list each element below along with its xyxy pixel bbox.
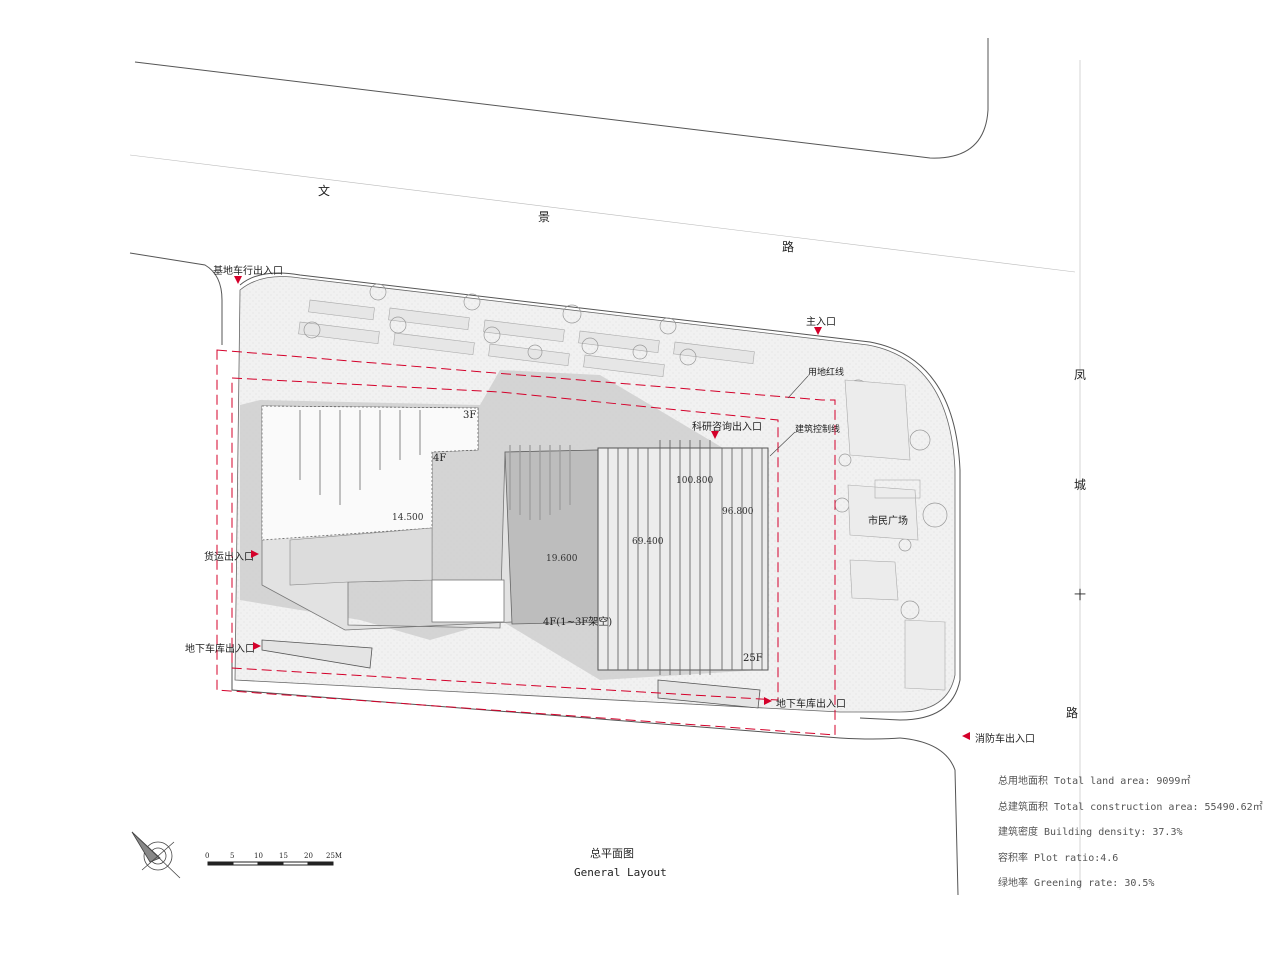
scale-tick-label: 15 [279, 852, 288, 860]
site-statistics: 总用地面积 Total land area: 9099㎡ 总建筑面积 Total… [998, 774, 1263, 902]
scale-tick-label: 25M [326, 852, 343, 860]
tower-building [597, 440, 769, 675]
entry-marker-icon [234, 276, 242, 284]
stat-plot-ratio: 容积率 Plot ratio:4.6 [998, 852, 1119, 864]
label-garage-entry-west: 地下车库出入口 [185, 644, 255, 655]
floor-label-4f-stilts: 4F(1~3F架空) [543, 617, 613, 628]
road-name-wenjing-2: 景 [538, 210, 551, 224]
stepped-terraces [289, 527, 433, 586]
height-label: 69.400 [632, 537, 664, 547]
label-land-red-line: 用地红线 [808, 368, 845, 378]
road-southeast-edge [899, 737, 959, 896]
scale-bar [207, 861, 334, 866]
stat-construction-area: 总建筑面积 Total construction area: 55490.62㎡ [998, 801, 1263, 813]
scale-tick-label: 10 [254, 852, 263, 860]
ramp-south [657, 679, 761, 709]
scale-tick-label: 20 [304, 852, 313, 860]
boundary-lines [216, 349, 836, 736]
road-name-fengcheng-1: 凤 [1074, 368, 1087, 382]
floor-label-4f: 4F [433, 453, 447, 464]
scale-tick-label: 0 [205, 852, 210, 860]
drawing-title-en: General Layout [574, 866, 667, 879]
light-court [431, 579, 505, 623]
plaza-landscape [844, 379, 946, 691]
height-label: 14.500 [392, 513, 424, 523]
wenjing-road-north-edge [134, 38, 989, 159]
entry-marker-icon [962, 732, 970, 740]
road-name-wenjing-1: 文 [318, 184, 331, 198]
label-civic-plaza: 市民广场 [868, 516, 908, 527]
road-south-edge [231, 640, 901, 740]
stat-land-area: 总用地面积 Total land area: 9099㎡ [998, 776, 1191, 787]
height-label: 96.800 [722, 507, 754, 517]
label-building-control-line: 建筑控制线 [795, 425, 841, 435]
label-fire-truck-entry: 消防车出入口 [975, 734, 1035, 745]
podium-fins [299, 410, 571, 520]
ramp-west [261, 639, 373, 669]
stat-building-density: 建筑密度 Building density: 37.3% [998, 827, 1183, 838]
entry-marker-icon [764, 697, 772, 705]
stat-greening-rate: 绿地率 Greening rate: 30.5% [998, 878, 1155, 889]
height-label: 100.800 [676, 476, 714, 486]
label-site-vehicle-entry: 基地车行出入口 [213, 266, 283, 277]
wenjing-road-centerline [129, 154, 1076, 273]
floor-label-3f: 3F [463, 410, 477, 421]
label-research-entry: 科研咨询出入口 [692, 422, 762, 433]
planting-strips [298, 299, 755, 377]
garage-ramps [261, 639, 761, 709]
podium-building [261, 405, 603, 631]
floor-label-25f: 25F [743, 653, 763, 664]
label-main-entry: 主入口 [806, 317, 836, 328]
leader-lines [769, 375, 809, 457]
road-edges [129, 38, 1081, 896]
label-freight-entry: 货运出入口 [204, 552, 254, 563]
entry-marker-icon [253, 642, 261, 650]
road-name-fengcheng-4: 路 [1066, 706, 1079, 720]
height-label: 19.600 [546, 554, 578, 564]
road-name-fengcheng-3: 十 [1074, 588, 1087, 602]
drawing-title-cn: 总平面图 [590, 847, 634, 860]
entry-marker-icon [711, 431, 719, 439]
wenjing-road-south-edge [239, 272, 961, 721]
label-garage-entry-south: 地下车库出入口 [776, 699, 846, 710]
road-west-edge [129, 252, 223, 345]
courtyard-3f [261, 405, 479, 541]
entry-marker-icon [251, 550, 259, 558]
north-arrow-icon [131, 831, 181, 879]
entry-marker-icon [814, 327, 822, 335]
scale-tick-label: 5 [230, 852, 235, 860]
road-name-wenjing-3: 路 [782, 240, 795, 254]
road-name-fengcheng-2: 城 [1074, 478, 1087, 492]
land-red-line [216, 349, 836, 736]
